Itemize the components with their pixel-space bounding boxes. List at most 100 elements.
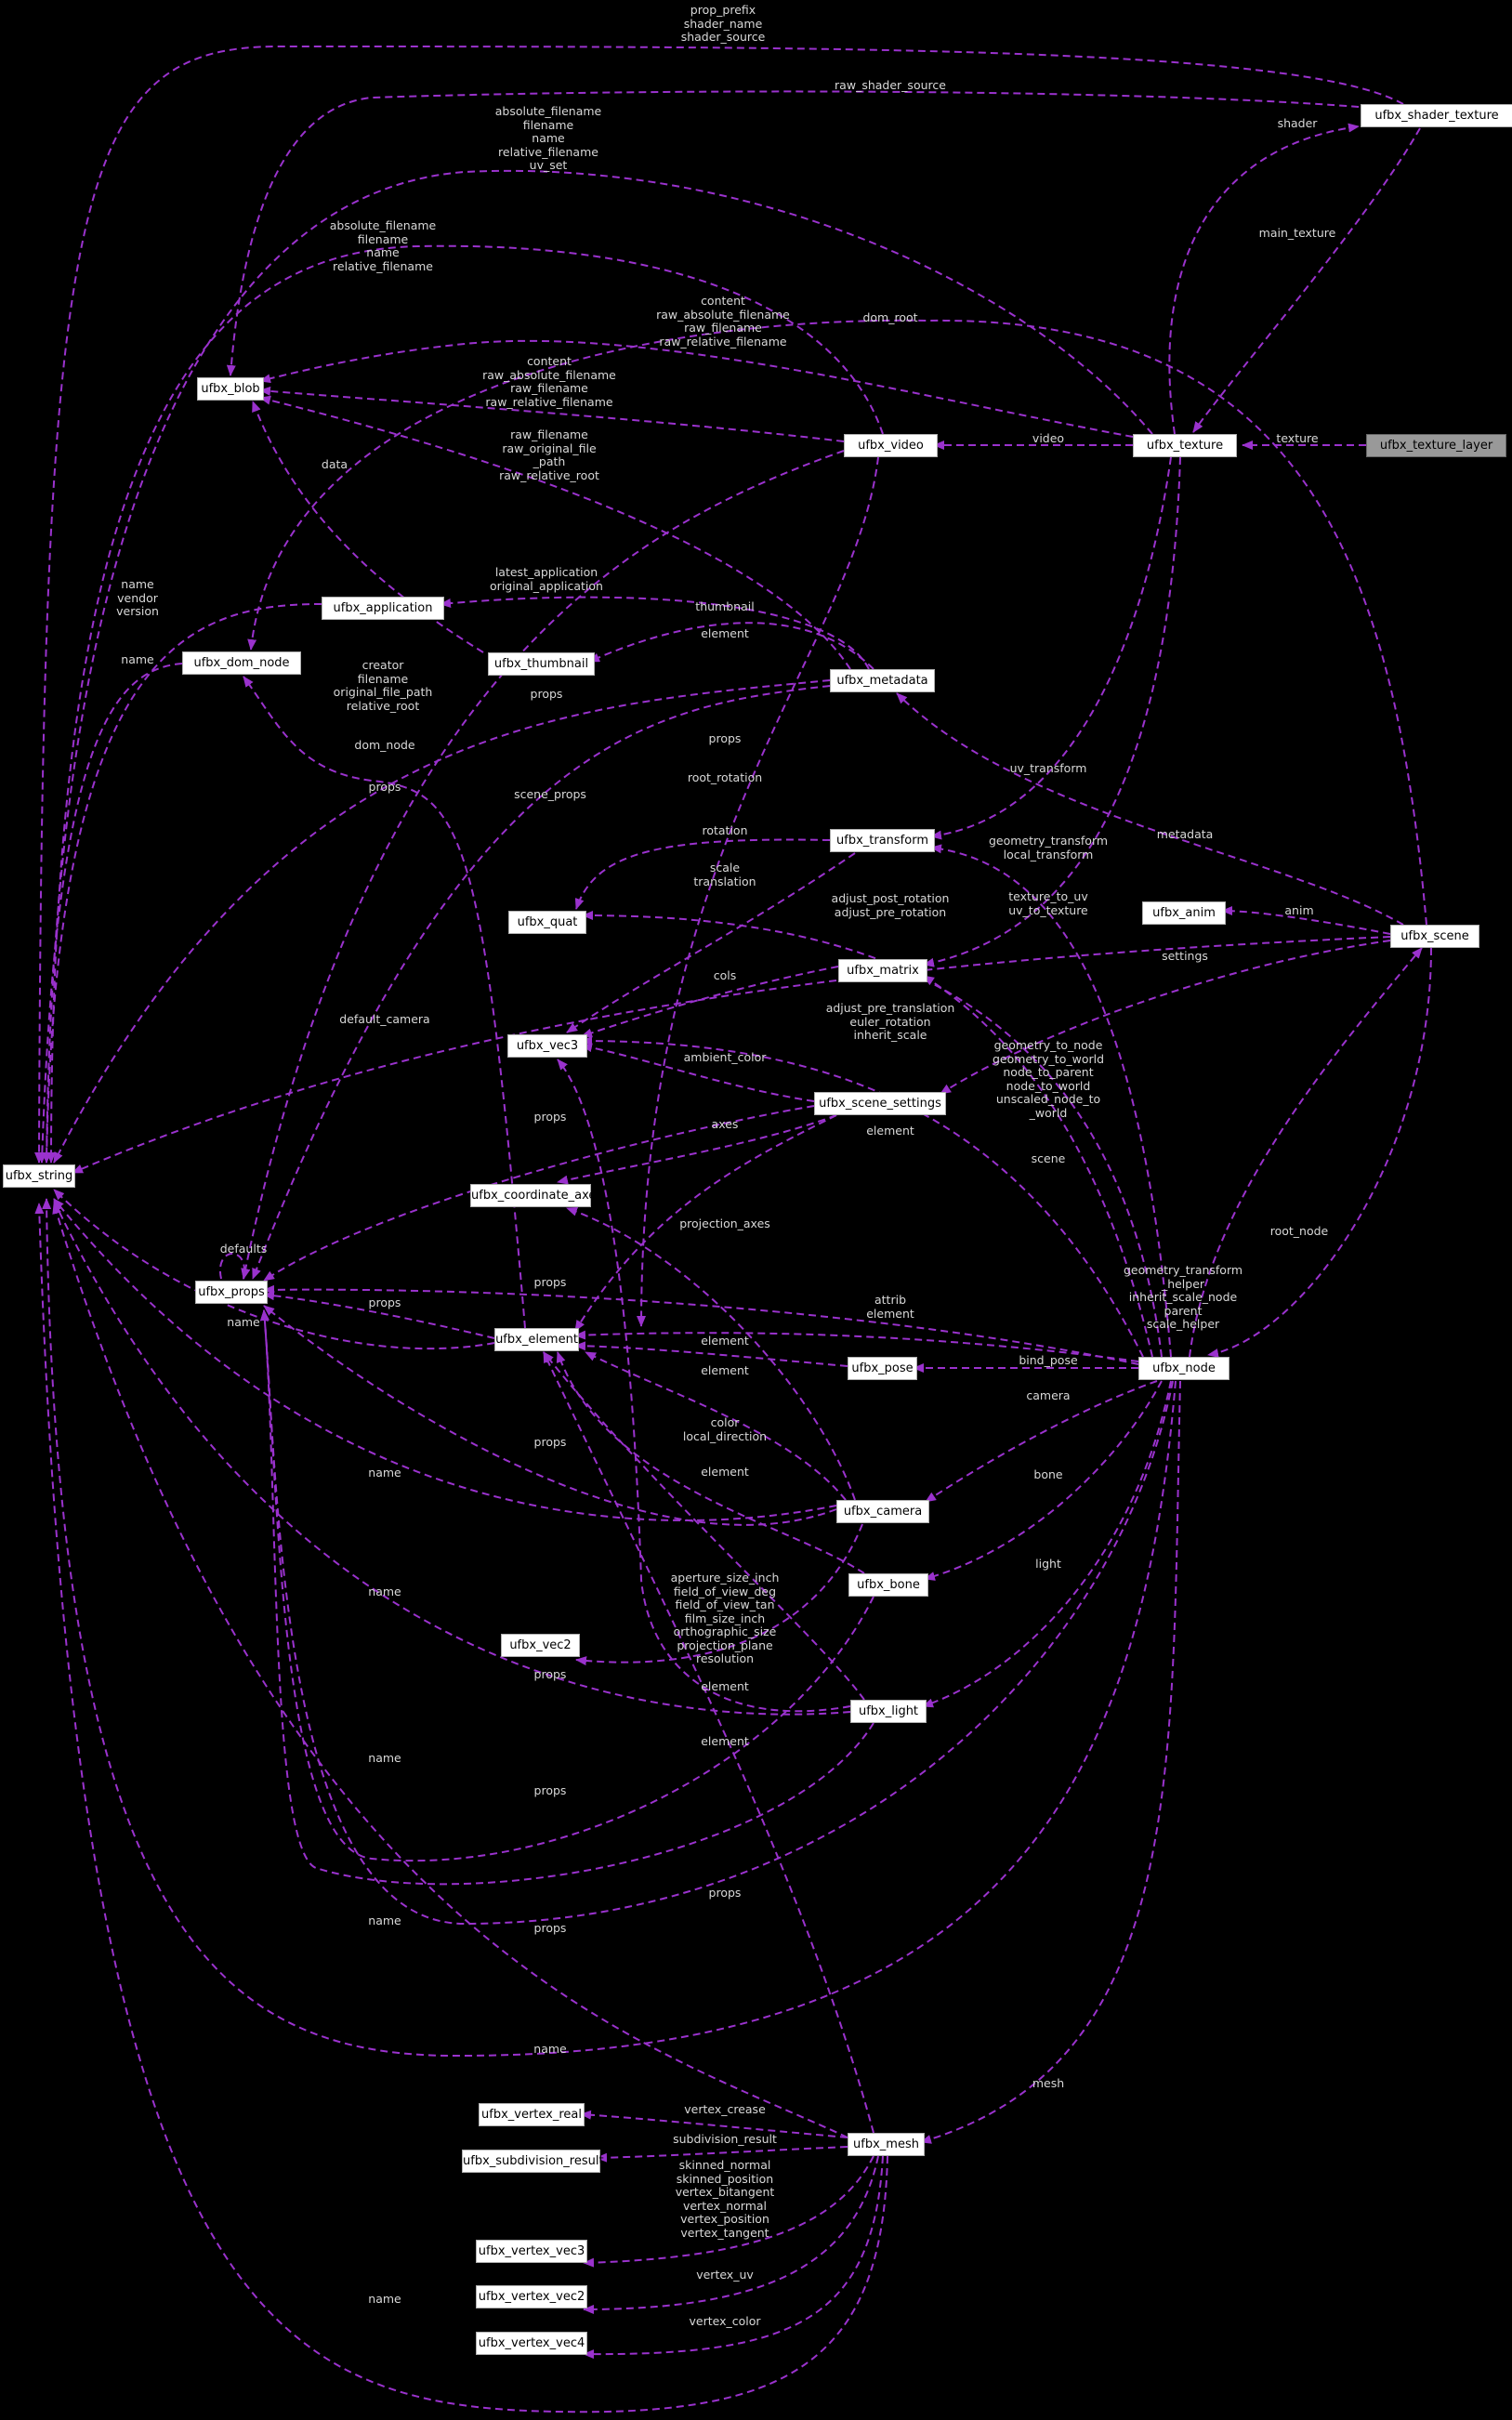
node-ufbx-blob[interactable]: ufbx_blob [197, 377, 264, 401]
edge-label: scene_props [514, 787, 586, 801]
edge-label: bone [1033, 1467, 1063, 1481]
edge-label: content raw_absolute_filename raw_filena… [656, 294, 790, 349]
edge-label: aperture_size_inch field_of_view_deg fie… [670, 1571, 780, 1665]
edge-ufbx_scene_settings-to-ufbx_vec3 [581, 1043, 815, 1102]
edge-label: scale translation [693, 861, 756, 888]
edge-label: props [708, 1886, 742, 1900]
node-ufbx-vec2[interactable]: ufbx_vec2 [501, 1634, 580, 1657]
edge-ufbx_mesh-to-ufbx_vertex_vec4 [583, 2155, 884, 2360]
edge-ufbx_scene_settings-to-ufbx_props [263, 1105, 815, 1282]
node-ufbx-vec3[interactable]: ufbx_vec3 [507, 1034, 587, 1058]
edge-ufbx_transform-to-ufbx_vec3 [566, 852, 856, 1033]
node-ufbx-vertex-vec4[interactable]: ufbx_vertex_vec4 [476, 2332, 587, 2355]
edge-label: props [368, 780, 401, 794]
edge-label: adjust_post_rotation adjust_pre_rotation [831, 891, 950, 919]
edge-ufbx_shader_texture-to-ufbx_texture [1192, 127, 1421, 433]
edge-label: element [701, 626, 749, 640]
edge-label: dom_root [862, 310, 918, 324]
edge-label: props [533, 1921, 567, 1935]
node-ufbx-mesh[interactable]: ufbx_mesh [848, 2133, 925, 2156]
edge-label: data [321, 457, 348, 471]
node-ufbx-application[interactable]: ufbx_application [322, 597, 444, 620]
edge-ufbx_texture-to-ufbx_blob [259, 339, 1134, 438]
edge-label: texture [1276, 431, 1319, 445]
node-ufbx-texture[interactable]: ufbx_texture [1133, 434, 1237, 457]
edge-ufbx_node-to-ufbx_camera [925, 1380, 1158, 1503]
edge-label: attrib element [866, 1293, 914, 1321]
edge-label: metadata [1156, 827, 1214, 841]
node-ufbx-string[interactable]: ufbx_string [3, 1164, 75, 1188]
edge-label: raw_filename raw_original_file _path raw… [499, 427, 599, 482]
node-ufbx-metadata[interactable]: ufbx_metadata [830, 669, 935, 692]
node-ufbx-matrix[interactable]: ufbx_matrix [838, 959, 927, 982]
edge-label: bind_pose [1019, 1353, 1078, 1367]
edge-label: video [1032, 431, 1065, 445]
edge-label: main_texture [1258, 226, 1336, 240]
edge-label: element [701, 1363, 749, 1377]
edge-label: raw_shader_source [835, 78, 946, 92]
node-ufbx-video[interactable]: ufbx_video [844, 434, 938, 457]
node-ufbx-quat[interactable]: ufbx_quat [508, 911, 586, 934]
edge-ufbx_light-to-ufbx_string [53, 1200, 851, 1716]
edge-label: rotation [702, 823, 748, 837]
edge-label: props [533, 1667, 567, 1681]
edge-ufbx_bone-to-ufbx_props [259, 1309, 874, 1862]
node-ufbx-texture-layer[interactable]: ufbx_texture_layer [1366, 434, 1506, 457]
node-ufbx-node[interactable]: ufbx_node [1138, 1357, 1229, 1380]
edge-ufbx_node-to-ufbx_matrix [923, 975, 1153, 1358]
node-ufbx-vertex-vec2[interactable]: ufbx_vertex_vec2 [476, 2285, 587, 2308]
node-ufbx-camera[interactable]: ufbx_camera [836, 1500, 929, 1523]
edge-label: name [368, 1914, 401, 1927]
edge-ufbx_scene_settings-to-ufbx_coordinate_axes [557, 1114, 837, 1185]
node-ufbx-pose[interactable]: ufbx_pose [848, 1357, 917, 1380]
node-ufbx-props[interactable]: ufbx_props [195, 1281, 268, 1304]
node-ufbx-bone[interactable]: ufbx_bone [848, 1573, 928, 1597]
edge-ufbx_video-to-ufbx_string [46, 244, 884, 1164]
edge-ufbx_node-to-ufbx_props [263, 1284, 1139, 1365]
edge-label: props [533, 1275, 567, 1289]
edge-label: camera [1026, 1388, 1071, 1402]
edge-label: projection_axes [679, 1217, 770, 1230]
edge-label: prop_prefix shader_name shader_source [680, 3, 766, 44]
edge-ufbx_scene_settings-to-ufbx_element [574, 1114, 837, 1332]
edge-label: props [533, 1435, 567, 1449]
node-ufbx-subdivision-result[interactable]: ufbx_subdivision_result [462, 2150, 604, 2173]
node-ufbx-light[interactable]: ufbx_light [850, 1700, 927, 1723]
node-ufbx-coordinate-axes[interactable]: ufbx_coordinate_axes [470, 1184, 602, 1207]
edge-label: name [368, 2292, 401, 2306]
edge-ufbx_camera-to-ufbx_props [263, 1305, 837, 1526]
node-ufbx-element[interactable]: ufbx_element [494, 1328, 579, 1351]
edge-ufbx_video-to-ufbx_blob [259, 386, 845, 442]
edge-label: texture_to_uv uv_to_texture [1008, 889, 1088, 917]
node-ufbx-vertex-vec3[interactable]: ufbx_vertex_vec3 [476, 2240, 587, 2263]
edge-label: axes [711, 1117, 739, 1131]
edge-ufbx_transform-to-ufbx_quat [574, 838, 831, 910]
edge-ufbx_mesh-to-ufbx_vertex_vec2 [583, 2155, 879, 2314]
edge-ufbx_light-to-ufbx_vec3 [557, 1059, 851, 1713]
edge-label: element [701, 1679, 749, 1693]
edge-label: vertex_crease [684, 2102, 766, 2116]
edge-ufbx_scene-to-ufbx_metadata [896, 692, 1404, 926]
node-ufbx-anim[interactable]: ufbx_anim [1142, 901, 1226, 925]
edge-label: ambient_color [683, 1050, 767, 1064]
node-ufbx-thumbnail[interactable]: ufbx_thumbnail [488, 652, 595, 676]
edge-ufbx_camera-to-ufbx_vec2 [575, 1523, 863, 1666]
node-ufbx-vertex-real[interactable]: ufbx_vertex_real [479, 2103, 585, 2126]
edge-label: name [368, 1466, 401, 1480]
node-ufbx-scene[interactable]: ufbx_scene [1390, 925, 1479, 948]
edge-ufbx_camera-to-ufbx_coordinate_axes [566, 1206, 856, 1501]
node-ufbx-dom-node[interactable]: ufbx_dom_node [182, 651, 301, 675]
node-ufbx-shader-texture[interactable]: ufbx_shader_texture [1361, 104, 1512, 127]
edge-label: latest_application original_application [490, 565, 603, 593]
node-ufbx-scene-settings[interactable]: ufbx_scene_settings [814, 1092, 946, 1115]
edge-label: props [533, 1110, 567, 1124]
edge-label: settings [1162, 949, 1208, 963]
edge-ufbx_node-to-ufbx_light [922, 1380, 1172, 1708]
edge-label: thumbnail [695, 599, 755, 613]
edge-label: root_rotation [687, 770, 763, 784]
edge-ufbx_metadata-to-ufbx_props [252, 685, 831, 1280]
node-ufbx-transform[interactable]: ufbx_transform [830, 829, 935, 852]
edge-ufbx_props-to-ufbx_props [218, 1253, 251, 1280]
